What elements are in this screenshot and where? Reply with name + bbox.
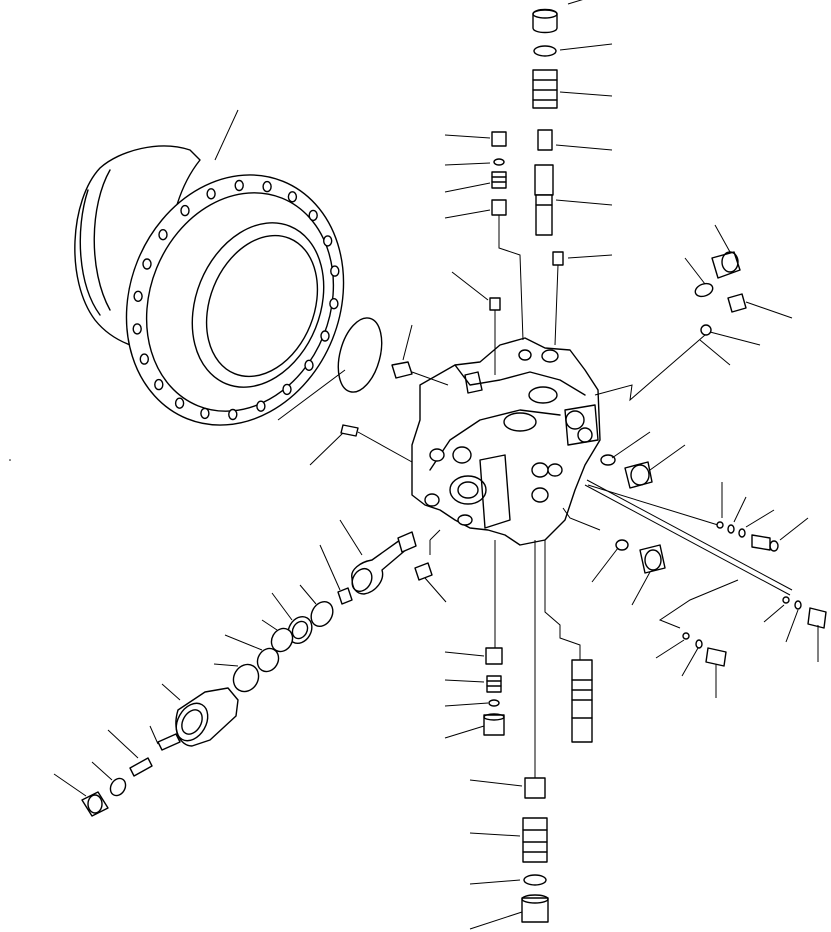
cover-plate [277, 317, 383, 421]
bolt-hole [200, 407, 210, 420]
bolt-hole [206, 188, 216, 200]
right-fittings [562, 431, 686, 606]
bolt-hole [142, 258, 152, 270]
dowel-pin [391, 324, 449, 386]
motor-case [411, 337, 601, 546]
plug-screw [451, 271, 501, 375]
cylinder-block [161, 683, 239, 747]
upper-valve-stack [532, 0, 613, 346]
lower-valve-stack-left [444, 540, 505, 739]
bolt-hole [228, 408, 238, 421]
bolt-hole [330, 265, 340, 277]
bolt-hole [320, 330, 330, 342]
bolt-hole [304, 359, 314, 371]
bolt-hole [174, 397, 185, 409]
bolt-hole [139, 353, 150, 365]
bolt-hole [262, 180, 272, 193]
drain-line [584, 479, 827, 698]
right-plugs [594, 224, 793, 402]
bolt-hole [308, 209, 318, 222]
seal-rings [213, 584, 334, 693]
guide-pin [309, 424, 413, 466]
bolt-hole [154, 378, 164, 391]
bolt-hole [133, 290, 143, 302]
piston-pins [53, 725, 181, 817]
bolt-hole [256, 400, 266, 412]
stray-mark [9, 459, 11, 461]
small-valve-stack-upper [444, 131, 524, 341]
bolt-holes [132, 179, 340, 421]
bolt-hole [180, 204, 190, 217]
lower-valve-stack-right [469, 540, 593, 930]
ring-gear-housing [74, 109, 345, 426]
bolt-hole [132, 323, 142, 335]
bolt-hole [323, 235, 333, 247]
bolt-hole [158, 228, 168, 241]
shaft-assembly [319, 519, 447, 605]
bolt-hole [329, 298, 339, 310]
bolt-hole [234, 179, 244, 192]
bolt-hole [287, 191, 298, 203]
bolt-hole [282, 383, 292, 396]
